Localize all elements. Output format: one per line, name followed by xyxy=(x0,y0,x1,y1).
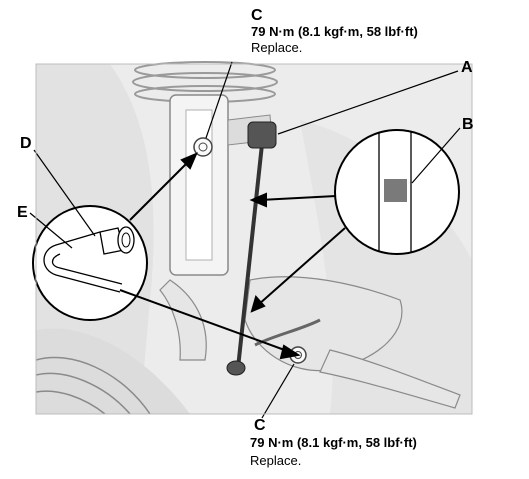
replace-note-top: Replace. xyxy=(251,40,303,55)
detail-circle-b xyxy=(334,129,460,255)
leader-lines xyxy=(29,61,461,419)
knuckle xyxy=(159,276,461,409)
detail-arrows xyxy=(119,152,346,360)
callout-e: E xyxy=(17,204,28,221)
photo-border xyxy=(35,63,473,415)
torque-spec-bottom: 79 N·m (8.1 kgf·m, 58 lbf·ft) xyxy=(250,435,417,450)
callout-d: D xyxy=(20,135,32,152)
callout-a: A xyxy=(461,59,473,76)
callout-c-bottom: C xyxy=(254,417,266,434)
brake-disc xyxy=(35,356,151,415)
torque-spec-top: 79 N·m (8.1 kgf·m, 58 lbf·ft) xyxy=(251,24,418,39)
detail-circle-d-e xyxy=(32,205,148,321)
callout-b: B xyxy=(462,116,474,133)
callout-c-top: C xyxy=(251,7,263,24)
replace-note-bottom: Replace. xyxy=(250,453,302,468)
